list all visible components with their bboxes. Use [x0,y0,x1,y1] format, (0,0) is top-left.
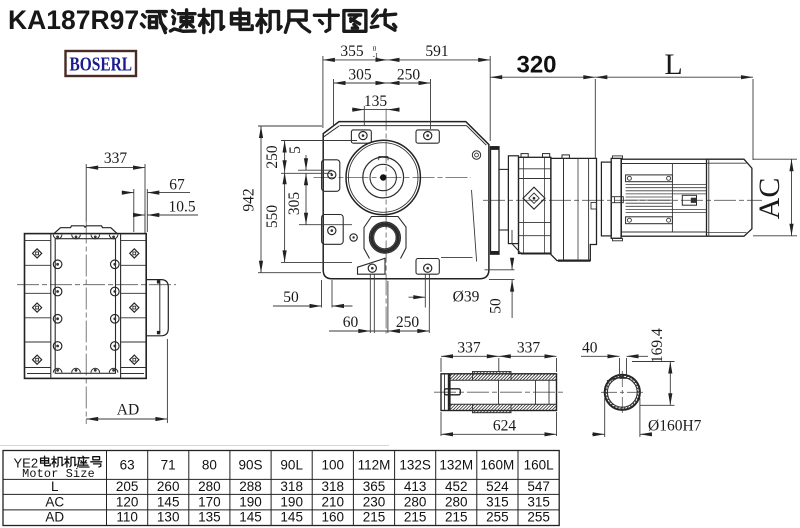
svg-text:169.4: 169.4 [649,328,666,363]
svg-text:452: 452 [445,479,468,494]
svg-text:BOSERL: BOSERL [70,54,133,75]
svg-text:132S: 132S [399,458,431,473]
svg-text:AD: AD [117,402,139,419]
svg-text:280: 280 [445,494,468,509]
svg-text:40: 40 [582,340,598,357]
svg-text:60: 60 [343,314,359,331]
svg-text:305: 305 [286,192,303,216]
svg-text:5: 5 [287,146,304,154]
svg-text:112M: 112M [358,458,391,473]
svg-text:315: 315 [486,494,509,509]
svg-text:337: 337 [104,150,128,167]
svg-text:337: 337 [457,340,481,357]
svg-text:145: 145 [280,510,303,525]
svg-text:190: 190 [239,494,262,509]
svg-text:315: 315 [527,494,550,509]
svg-text:190: 190 [280,494,303,509]
svg-text:170: 170 [198,494,221,509]
svg-text:318: 318 [322,479,345,494]
svg-text:255: 255 [486,510,509,525]
svg-text:260: 260 [157,479,180,494]
svg-text:Ø39: Ø39 [453,289,480,306]
svg-text:L: L [664,48,682,81]
svg-text:255: 255 [527,510,550,525]
svg-text:250: 250 [396,314,420,331]
svg-text:318: 318 [280,479,303,494]
svg-text:90S: 90S [238,458,262,473]
svg-text:524: 524 [486,479,509,494]
svg-text:10.5: 10.5 [168,199,195,216]
svg-text:71: 71 [161,458,176,473]
svg-text:160L: 160L [524,458,555,473]
svg-text:120: 120 [116,494,139,509]
svg-text:160: 160 [322,510,345,525]
svg-text:145: 145 [239,510,262,525]
svg-text:205: 205 [116,479,139,494]
svg-text:50: 50 [283,289,299,306]
svg-text:591: 591 [425,43,448,60]
svg-text:AC: AC [45,494,64,509]
svg-text:AD: AD [45,510,64,525]
svg-text:50: 50 [488,298,505,314]
svg-text:Motor Size: Motor Size [22,467,95,481]
svg-text:942: 942 [241,188,258,211]
svg-text:210: 210 [322,494,345,509]
svg-text:110: 110 [116,510,138,525]
svg-text:320: 320 [516,52,556,79]
svg-text:130: 130 [157,510,180,525]
svg-text:AC: AC [753,178,786,220]
svg-text:230: 230 [363,494,386,509]
svg-text:280: 280 [198,479,221,494]
svg-text:355: 355 [340,43,364,60]
svg-text:547: 547 [527,479,550,494]
svg-text:80: 80 [202,458,217,473]
svg-text:63: 63 [120,458,135,473]
svg-text:624: 624 [493,418,517,435]
svg-text:0: 0 [373,45,377,53]
svg-text:135: 135 [198,510,221,525]
svg-text:Ø160H7: Ø160H7 [648,417,702,434]
svg-text:215: 215 [404,510,427,525]
svg-text:-1: -1 [373,52,379,60]
svg-text:L: L [51,479,59,494]
svg-text:KA187R97: KA187R97 [8,5,139,35]
svg-text:135: 135 [364,93,388,110]
svg-text:YE2: YE2 [14,455,39,470]
svg-text:215: 215 [363,510,386,525]
svg-text:413: 413 [404,479,427,494]
svg-text:550: 550 [264,205,281,229]
svg-text:250: 250 [397,66,421,83]
svg-text:215: 215 [445,510,468,525]
svg-text:90L: 90L [280,458,303,473]
svg-text:67: 67 [169,176,185,193]
svg-text:305: 305 [348,66,372,83]
svg-text:132M: 132M [439,458,473,473]
svg-text:337: 337 [517,340,541,357]
svg-text:288: 288 [239,479,262,494]
svg-text:160M: 160M [481,458,515,473]
svg-text:250: 250 [264,145,281,169]
svg-text:100: 100 [322,458,345,473]
svg-text:365: 365 [363,479,386,494]
svg-text:280: 280 [404,494,427,509]
svg-text:145: 145 [157,494,180,509]
